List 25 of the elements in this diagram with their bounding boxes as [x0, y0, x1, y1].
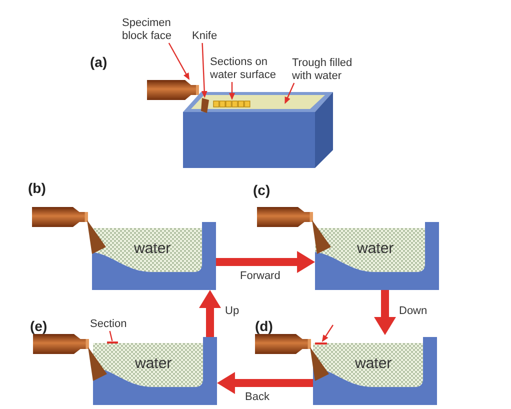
callout-text: Trough filled with water: [292, 57, 354, 83]
leader-line: [229, 82, 235, 100]
water-label: water: [134, 240, 171, 257]
step-arrow: [216, 251, 316, 273]
leader-line: [201, 42, 208, 98]
callout-text: Knife: [192, 30, 218, 43]
callout-text: Section: [90, 318, 127, 331]
pointer-arrow: [322, 324, 334, 342]
panel-label: (c): [253, 182, 270, 198]
step-arrow: [216, 372, 313, 394]
water-label: water: [355, 355, 392, 372]
panel-label: (a): [90, 54, 108, 70]
callout-text: Specimen block face: [122, 17, 172, 43]
callout-text: Sections on water surface: [210, 56, 278, 82]
water-label: water: [135, 355, 172, 372]
leader-line: [168, 42, 190, 80]
edge-label: Up: [224, 305, 240, 318]
leader-line: [284, 82, 295, 104]
step-arrow: [374, 290, 396, 336]
water-label: water: [357, 240, 394, 257]
step-arrow: [199, 290, 221, 337]
panel-label: (e): [30, 318, 48, 334]
panel-label: (d): [255, 318, 273, 334]
panel-label: (b): [28, 180, 46, 196]
leader-line: [109, 330, 113, 342]
